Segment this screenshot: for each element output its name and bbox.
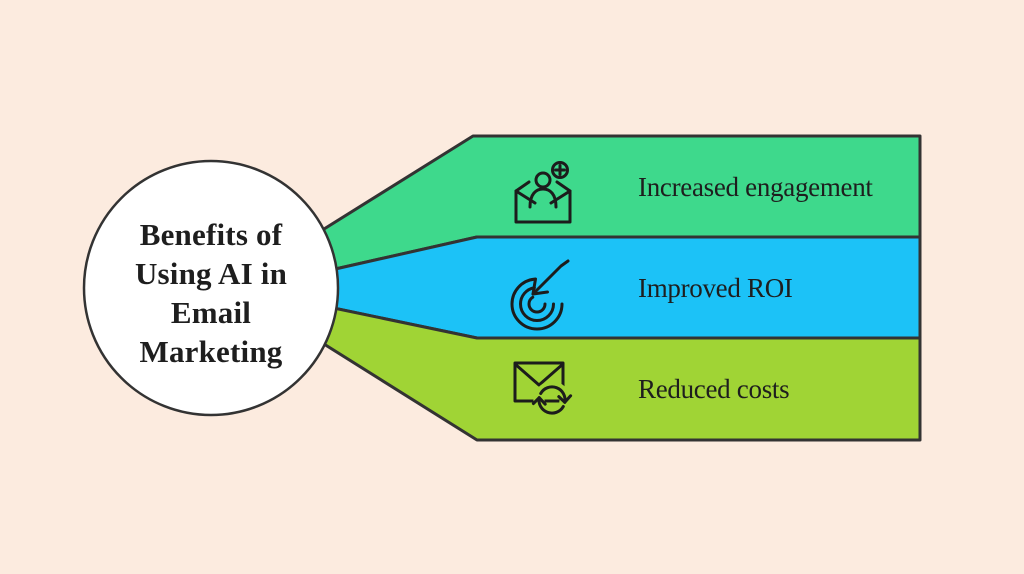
email-user-add-icon [514,161,572,224]
page-title-line-2: Using AI in [134,256,288,291]
hub-circle [82,159,340,417]
target-arrow-icon [510,259,570,331]
benefit-label-increased-engagement: Increased engagement [638,172,873,202]
email-sync-icon [513,361,573,419]
page-title-line-4: Marketing [139,334,283,369]
benefit-label-improved-roi: Improved ROI [638,273,793,303]
page-title: Benefits of Using AI in Email Marketing [86,215,336,371]
page-title-line-1: Benefits of [139,217,283,252]
benefit-label-reduced-costs: Reduced costs [638,374,790,404]
page-title-line-3: Email [170,295,252,330]
